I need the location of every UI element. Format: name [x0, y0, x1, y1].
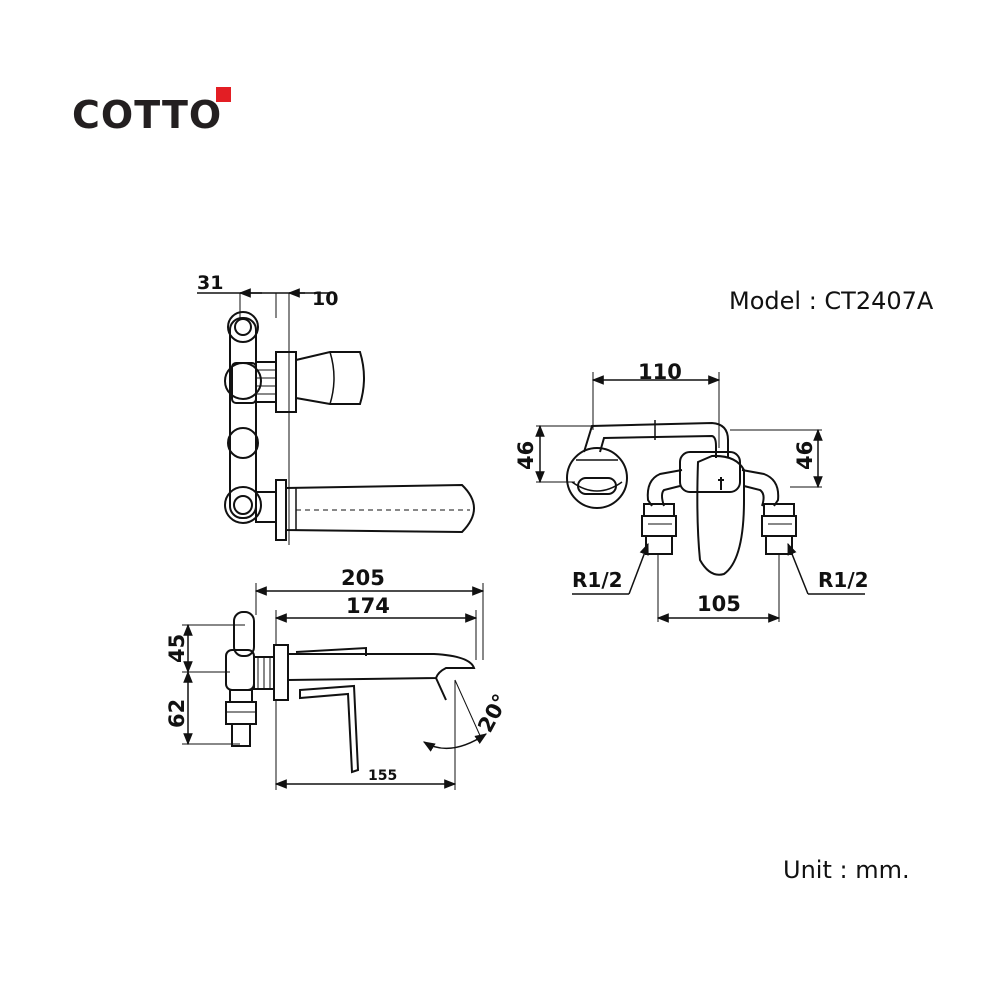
dim-inlet-right: R1/2	[818, 568, 869, 592]
dim-front-width: 110	[638, 360, 682, 384]
dim-side-spout-length: 174	[346, 594, 390, 618]
dim-front-left-height: 46	[514, 441, 538, 470]
top-view	[197, 288, 475, 545]
front-view	[535, 372, 865, 623]
dim-top-offset: 31	[197, 272, 223, 294]
dim-inlet-left: R1/2	[572, 568, 623, 592]
dim-side-base-length: 155	[368, 768, 397, 784]
dim-side-total-length: 205	[341, 566, 385, 590]
logo-red-square-icon	[216, 87, 231, 102]
model-label: Model : CT2407A	[729, 287, 934, 315]
dim-inlet-spacing: 105	[697, 592, 741, 616]
dim-side-upper-height: 45	[165, 634, 189, 663]
side-view	[182, 583, 487, 790]
brand-logo: COTTO	[72, 93, 223, 137]
dim-spout-angle: 20°	[473, 690, 513, 736]
dim-top-wall: 10	[312, 288, 338, 310]
unit-label: Unit : mm.	[783, 856, 910, 884]
dim-side-lower-height: 62	[165, 699, 189, 728]
dim-front-right-height: 46	[793, 441, 817, 470]
